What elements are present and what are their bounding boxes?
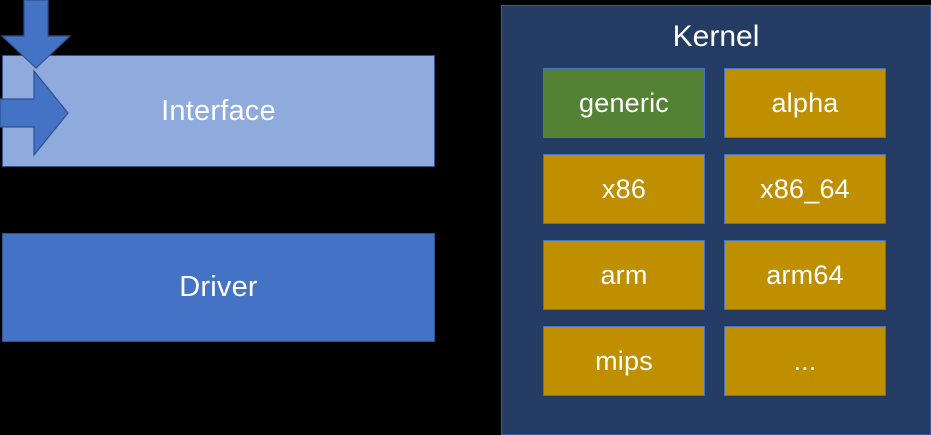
arch-label: ... [793, 345, 817, 376]
driver-label: Driver [179, 271, 258, 303]
arch-box-mips[interactable]: mips [543, 326, 705, 396]
arch-label: arm64 [766, 259, 844, 290]
arch-box-arm[interactable]: arm [543, 240, 705, 310]
arch-label: alpha [771, 87, 839, 118]
arch-label: mips [595, 345, 653, 376]
architecture-grid: generic alpha x86 x86_64 arm arm64 mips … [543, 68, 886, 396]
interface-label: Interface [161, 94, 276, 127]
arrow-right-icon [0, 69, 70, 157]
arrow-down-icon [0, 0, 72, 69]
arch-label: generic [579, 87, 669, 118]
driver-box[interactable]: Driver [2, 233, 435, 342]
arch-box-x86-64[interactable]: x86_64 [724, 154, 886, 224]
arch-label: x86_64 [760, 173, 850, 204]
arch-box-more[interactable]: ... [724, 326, 886, 396]
arrow-right-glyph [0, 69, 69, 157]
kernel-panel: Kernel generic alpha x86 x86_64 arm arm6… [501, 5, 931, 435]
arch-box-x86[interactable]: x86 [543, 154, 705, 224]
arch-label: x86 [601, 173, 647, 204]
arch-box-generic[interactable]: generic [543, 68, 705, 138]
arch-label: arm [600, 259, 648, 290]
arrow-down-glyph [0, 0, 72, 69]
arch-box-arm64[interactable]: arm64 [724, 240, 886, 310]
interface-box[interactable]: Interface [2, 55, 435, 167]
arch-box-alpha[interactable]: alpha [724, 68, 886, 138]
kernel-title: Kernel [672, 20, 760, 53]
